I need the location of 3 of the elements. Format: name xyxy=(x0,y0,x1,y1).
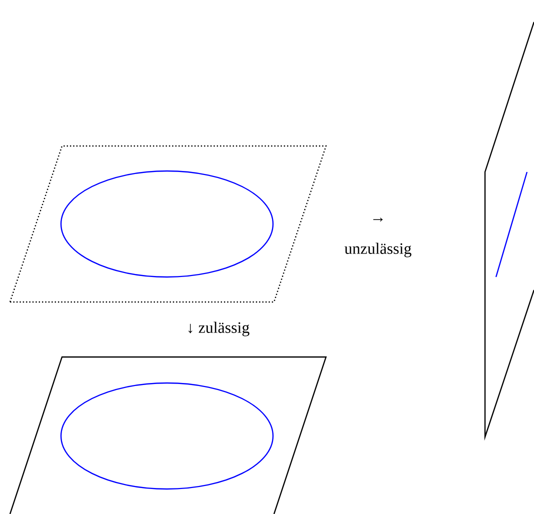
label: → xyxy=(373,218,383,222)
label: ↓ zulässig xyxy=(188,322,250,336)
label: unzulässig xyxy=(344,242,412,258)
